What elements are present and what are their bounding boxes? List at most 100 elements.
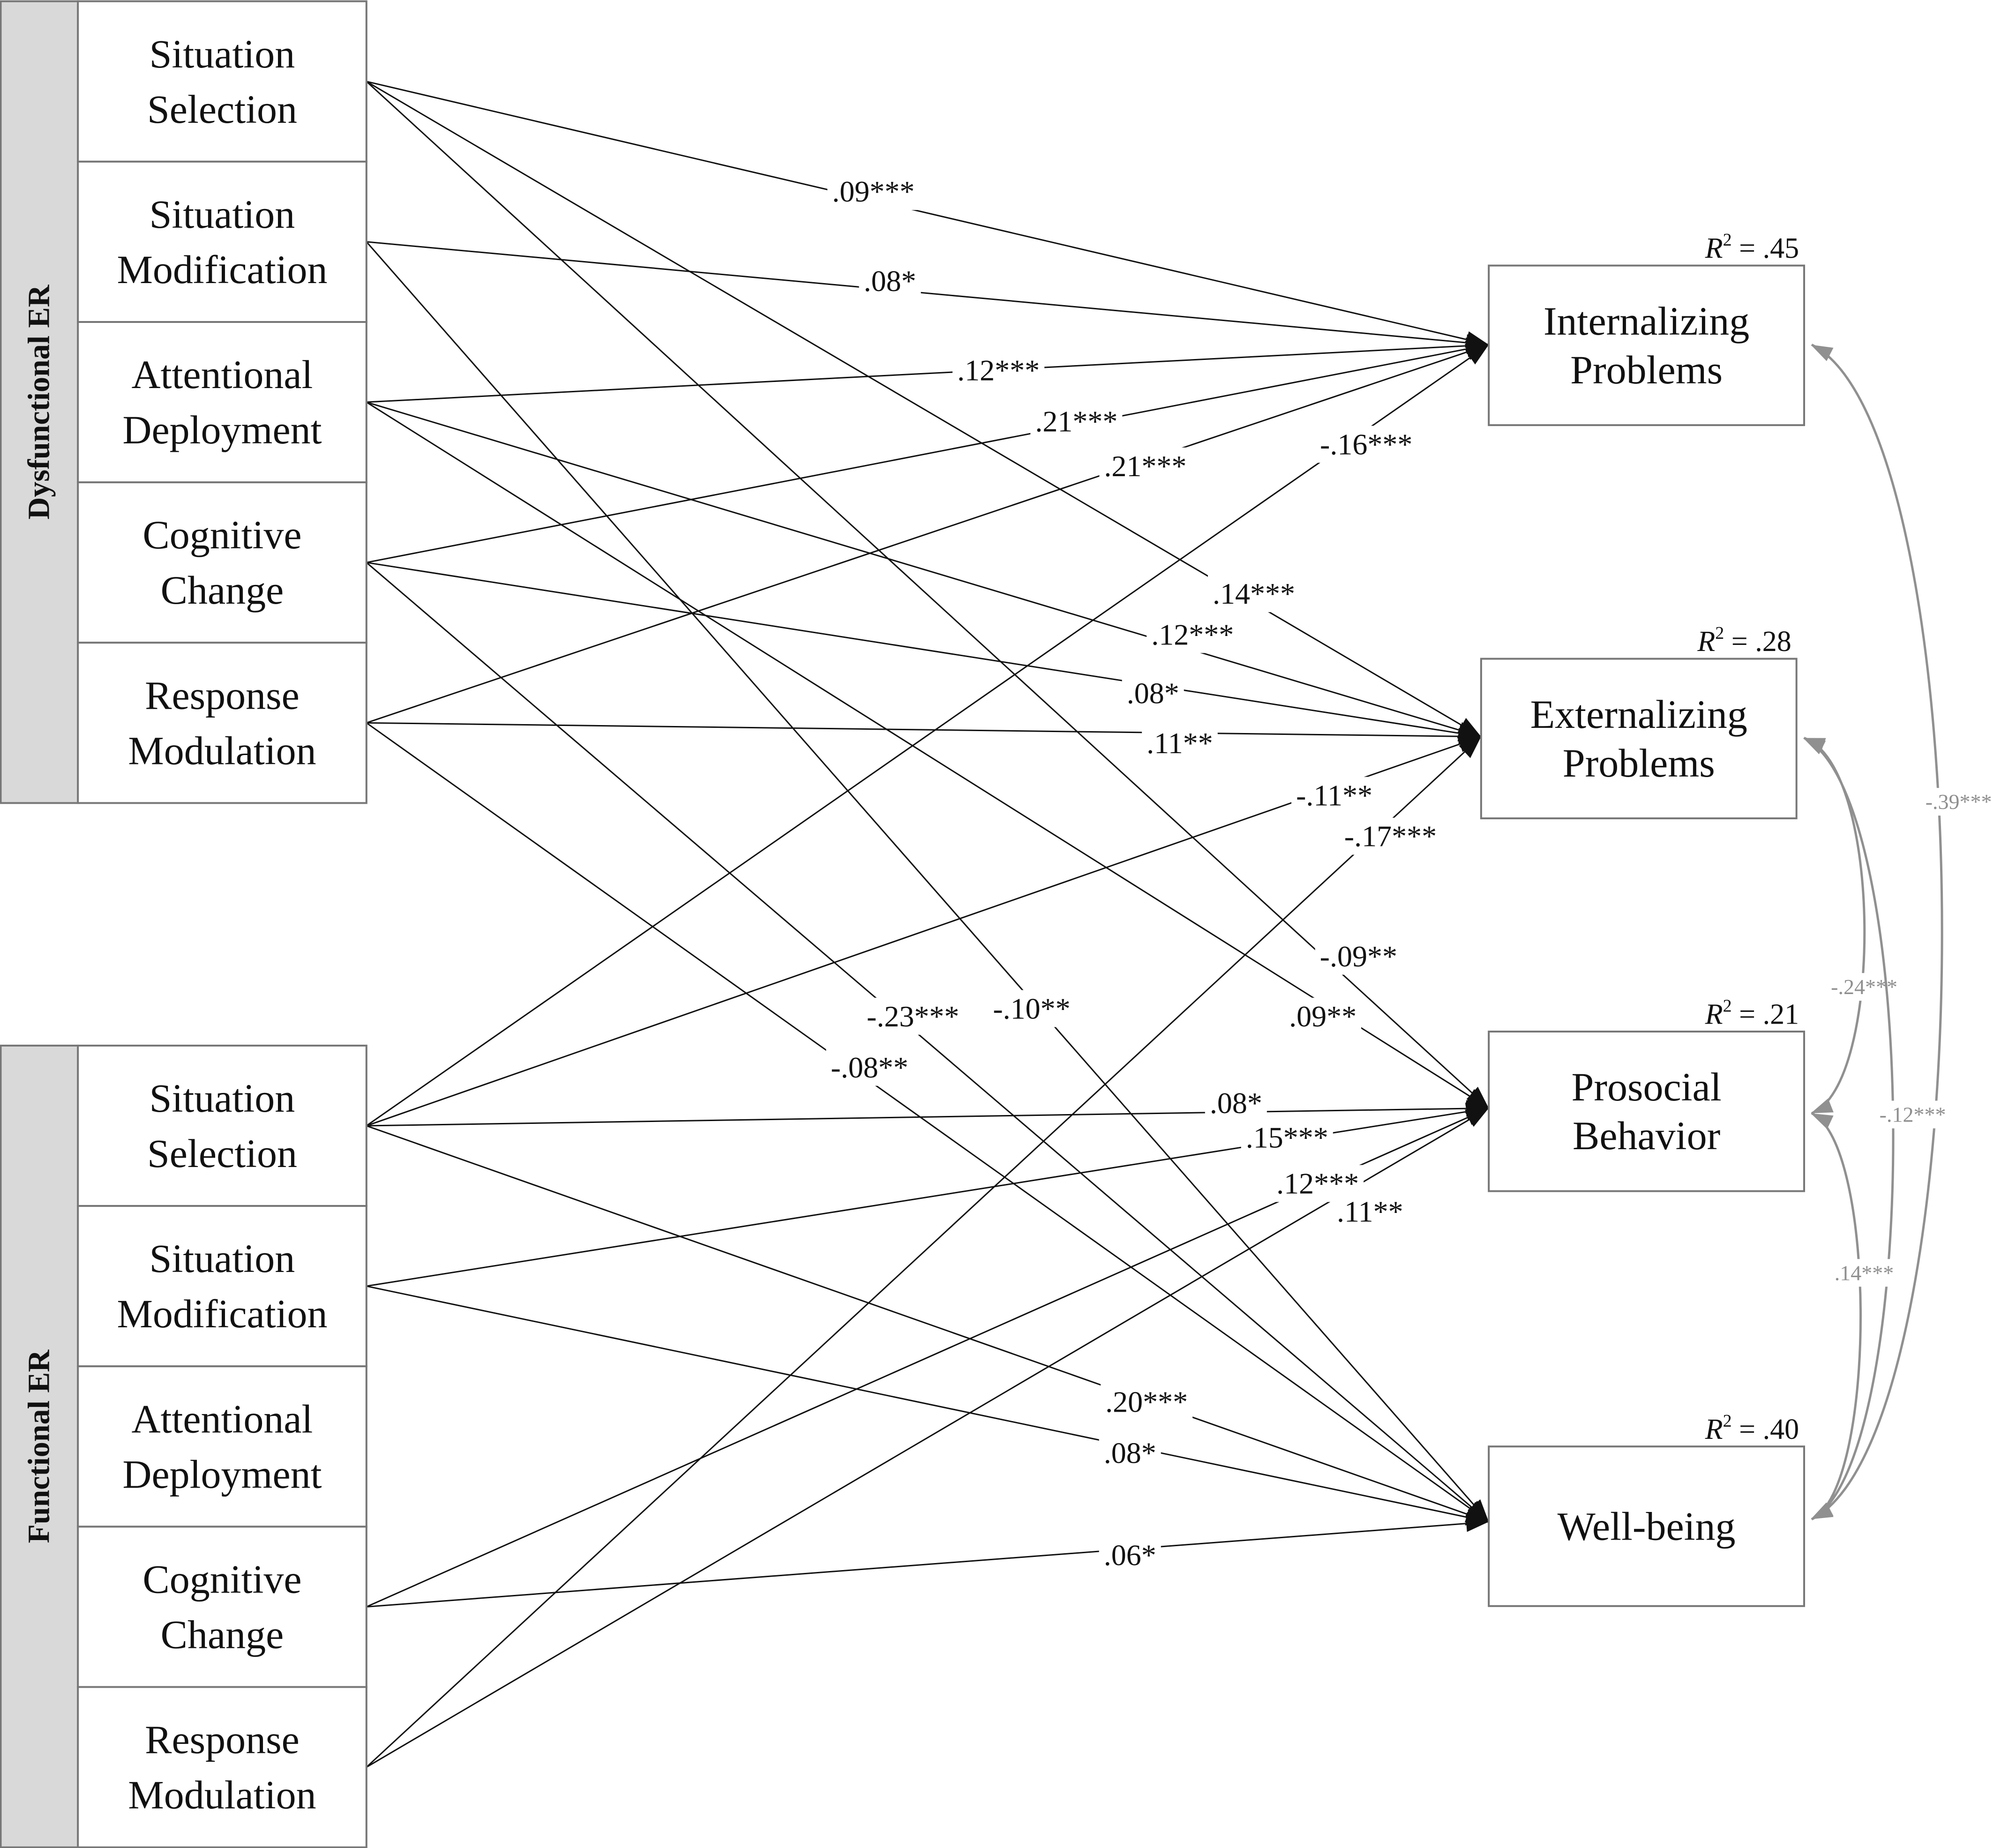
r-exponent: 2 <box>1723 230 1732 250</box>
path-d_sm-int <box>366 241 1489 352</box>
predictor-label: Change <box>161 1612 284 1657</box>
r-squared-value: .28 <box>1755 626 1791 658</box>
predictor-box-frame <box>77 1044 367 1207</box>
path-coefficient-bg <box>1099 447 1192 485</box>
path-line <box>366 81 1490 1109</box>
correlation-arrowhead <box>1803 738 1826 755</box>
correlation-ext-pro: -.24*** <box>1803 737 1901 1115</box>
path-coefficient: -.23*** <box>867 1000 959 1033</box>
path-coefficient: .15*** <box>1246 1121 1328 1154</box>
path-coefficient-bg <box>1147 616 1239 653</box>
predictor-label: Response <box>145 1717 300 1762</box>
r-squared-value: .40 <box>1763 1414 1799 1445</box>
outcome-label: Externalizing <box>1530 692 1747 737</box>
r-symbol: R <box>1705 999 1723 1031</box>
r-equals: = <box>1732 232 1763 264</box>
predictor-label: Situation <box>150 192 295 237</box>
path-coefficient: -.10** <box>993 992 1070 1025</box>
path-line <box>366 344 1489 563</box>
outcome-label: Problems <box>1570 347 1723 392</box>
path-coefficient-bg <box>1099 1536 1161 1574</box>
correlation-coefficient: -.39*** <box>1926 790 1992 814</box>
predictor-box-frame <box>77 1365 367 1528</box>
outcome-label: Internalizing <box>1544 299 1749 344</box>
r-exponent: 2 <box>1723 996 1732 1016</box>
path-coefficient-bg <box>1284 997 1362 1035</box>
predictor-label: Selection <box>147 87 297 132</box>
path-coefficient: -.08** <box>831 1051 908 1084</box>
path-coefficient-bg <box>1315 426 1417 463</box>
r-symbol: R <box>1705 1414 1723 1445</box>
path-line <box>366 1285 1489 1523</box>
predictor-label: Cognitive <box>142 1556 301 1601</box>
coefficient-labels: .09***.08*.12***.21***.21***-.16***.14**… <box>826 173 1442 1574</box>
outcome-label: Behavior <box>1573 1113 1720 1158</box>
predictor-label: Attentional <box>132 1396 313 1441</box>
path-coefficient-bg <box>1205 1085 1267 1122</box>
path-d_rm-ext <box>366 722 1481 745</box>
path-coefficient-bg <box>1315 937 1402 975</box>
path-coefficient-bg <box>827 173 920 210</box>
path-line <box>366 1107 1489 1127</box>
path-d_rm-int <box>366 344 1489 724</box>
path-lines <box>366 81 1490 1768</box>
path-coefficient: -.16*** <box>1320 427 1412 461</box>
predictor-label: Modification <box>117 247 327 292</box>
path-coefficient-bg <box>1291 777 1378 814</box>
r-symbol: R <box>1697 626 1715 658</box>
predictor-label: Selection <box>147 1131 297 1176</box>
outcome-box-frame <box>1488 1445 1806 1607</box>
outcome-box-frame <box>1480 658 1798 820</box>
correlation-coefficient: .14*** <box>1835 1261 1894 1285</box>
r-equals: = <box>1724 626 1755 658</box>
path-d_ad-int <box>366 337 1489 403</box>
path-coefficient-bg <box>1122 674 1184 712</box>
path-coefficient: .12*** <box>1151 618 1234 651</box>
correlation-pro-wb: .14*** <box>1811 1112 1898 1520</box>
path-d_ss-ext <box>366 81 1482 738</box>
r-squared-label: R2 = .40 <box>1705 1411 1799 1445</box>
predictor-label: Situation <box>150 31 295 76</box>
correlation-coefficient: -.12*** <box>1880 1103 1946 1127</box>
arrowhead <box>1465 1515 1489 1532</box>
path-coefficient: .08* <box>1210 1086 1262 1120</box>
path-coefficient: .06* <box>1104 1538 1156 1571</box>
path-f_rm-pro <box>366 1107 1489 1768</box>
predictor-box-frame <box>77 481 367 644</box>
arrowhead <box>1459 736 1481 758</box>
correlation-coefficient-bg <box>1830 1259 1898 1287</box>
correlation-int-wb: -.39*** <box>1811 344 1996 1520</box>
path-line <box>366 1107 1489 1768</box>
path-coefficient-bg <box>952 352 1045 389</box>
correlation-coefficient-bg <box>1921 788 1996 816</box>
correlation-arc <box>1811 1112 1862 1520</box>
predictor-label: Deployment <box>122 1451 322 1496</box>
r-squared-value: .45 <box>1763 232 1799 264</box>
group-label: Functional ER <box>22 1349 56 1543</box>
path-coefficient: .08* <box>864 264 916 298</box>
r-exponent: 2 <box>1723 1411 1732 1431</box>
predictor-label: Deployment <box>122 407 322 452</box>
path-coefficient: .11** <box>1147 726 1213 760</box>
path-coefficient-bg <box>1142 724 1218 762</box>
predictor-box-frame <box>77 642 367 804</box>
predictor-label: Modulation <box>128 728 316 773</box>
group-bar <box>0 1044 80 1848</box>
path-coefficient: .08* <box>1127 677 1179 710</box>
correlation-arrowhead <box>1811 1113 1834 1130</box>
correlation-arc <box>1803 737 1895 1520</box>
path-line <box>366 241 1490 1522</box>
path-coefficient-bg <box>1332 1193 1408 1230</box>
path-coefficient-bg <box>1241 1119 1333 1156</box>
path-d_ss-int <box>366 81 1489 348</box>
path-line <box>366 1125 1489 1523</box>
path-line <box>366 81 1482 738</box>
correlation-arrowhead <box>1811 344 1834 361</box>
path-f_cc-wb <box>366 1515 1489 1608</box>
